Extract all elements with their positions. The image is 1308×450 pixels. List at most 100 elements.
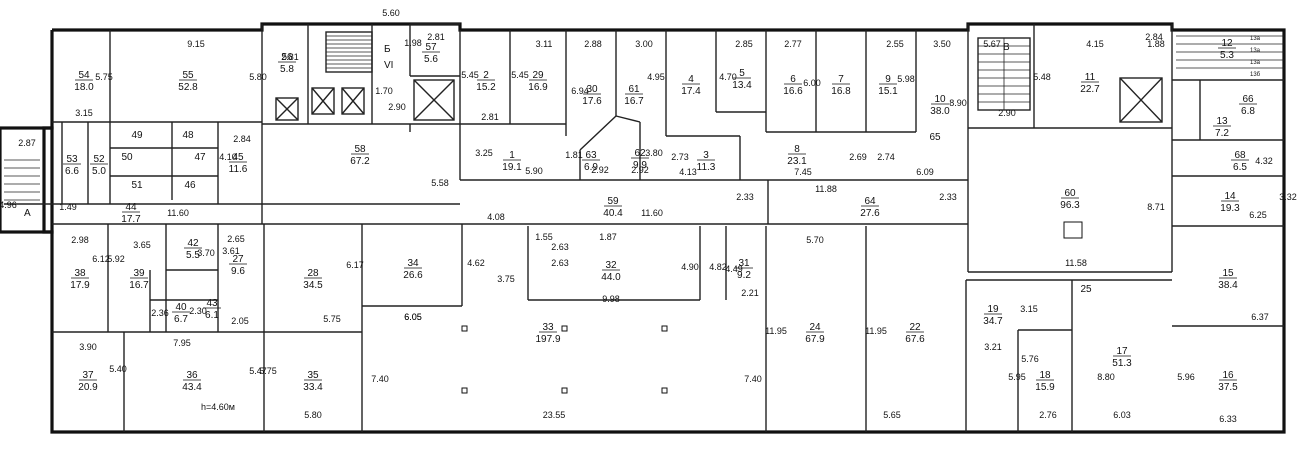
dimension-label: 4.90 [681, 262, 699, 272]
room-number: 9 [885, 74, 891, 85]
stair-label-b: Б [384, 44, 391, 55]
room-area: 6.7 [174, 314, 188, 325]
dimension-label: 8.90 [949, 98, 967, 108]
dimension-label: 6.33 [1219, 414, 1237, 424]
room-area: 16.7 [624, 96, 644, 107]
room-area: 26.6 [403, 270, 423, 281]
dimension-label: 3.70 [197, 248, 215, 258]
dimension-label: 2.05 [231, 316, 249, 326]
room-number: 8 [794, 144, 800, 155]
room-number: 48 [182, 130, 194, 141]
room-number: 15 [1222, 268, 1234, 279]
room-number: 55 [182, 70, 194, 81]
room-area: 19.3 [1220, 203, 1240, 214]
room-area: 9.6 [231, 266, 245, 277]
room-number: 44 [125, 202, 137, 213]
dimension-label: 4.32 [1255, 156, 1273, 166]
room-number: 22 [909, 322, 921, 333]
stairwell-b [325, 31, 373, 73]
dimension-label: 2.90 [388, 102, 406, 112]
room-number: 28 [307, 268, 319, 279]
dimension-label: 9.15 [187, 39, 205, 49]
dimension-label: 1.98 [404, 38, 422, 48]
dimension-label: 2.69 [849, 152, 867, 162]
dimension-label: 2.73 [671, 152, 689, 162]
room-number: 31 [738, 258, 750, 269]
room-number: 47 [194, 152, 206, 163]
room-area: 9.9 [633, 160, 647, 171]
dimension-label: 2.81 [481, 112, 499, 122]
dimension-label: 5.70 [806, 235, 824, 245]
room-number: 38 [74, 268, 86, 279]
room-area: 13.4 [732, 80, 752, 91]
dimension-label: 5.76 [1021, 354, 1039, 364]
room-number: 37 [82, 370, 94, 381]
room-number: 19 [987, 304, 999, 315]
dimension-label: 11.58 [1065, 258, 1087, 268]
dimension-label: 6.05 [404, 312, 422, 322]
dimension-label: 1.55 [535, 232, 553, 242]
small-label-4: 13б [1250, 72, 1261, 78]
room-area: 6.1 [205, 310, 219, 321]
stair-label-a: А [24, 208, 31, 219]
dimension-label: 2.55 [886, 39, 904, 49]
room-area: 22.7 [1080, 84, 1100, 95]
dimension-label: 1.88 [1147, 39, 1165, 49]
room-number: 13 [1216, 116, 1228, 127]
dimension-label: 8.80 [1097, 372, 1115, 382]
dimension-label: 2.81 [427, 32, 445, 42]
small-label-1: 13a [1250, 36, 1261, 42]
dimension-label: 2.63 [551, 242, 569, 252]
room-number: 52 [93, 154, 105, 165]
room-number: 6 [790, 74, 796, 85]
dimension-label: 3.11 [536, 39, 553, 49]
dimension-label: 6.25 [1249, 210, 1267, 220]
dimension-label: 5.40 [109, 364, 127, 374]
room-number: 43 [206, 298, 218, 309]
dimension-label: 2.92 [591, 165, 609, 175]
room-area: 16.6 [783, 86, 803, 97]
dimension-label: 4.15 [1086, 39, 1104, 49]
dimension-label: 3.15 [1020, 304, 1038, 314]
room-area: 16.7 [129, 280, 149, 291]
room-number: 16 [1222, 370, 1234, 381]
dimension-label: 4.82 [709, 262, 727, 272]
room-number: 4 [688, 74, 694, 85]
room-area: 17.4 [681, 86, 701, 97]
room-area: 44.0 [601, 272, 621, 283]
dimension-label: 2.88 [584, 39, 602, 49]
dimension-label: 5.75 [95, 72, 113, 82]
room-area: 34.5 [303, 280, 323, 291]
room-area: 5.5 [186, 250, 200, 261]
dimension-label: 6.37 [1251, 312, 1269, 322]
dimension-label: 3.25 [475, 148, 493, 158]
dimension-label: 2.63 [551, 258, 569, 268]
room-area: 20.9 [78, 382, 98, 393]
dimension-label: 5.65 [883, 410, 901, 420]
stair-top-right [1176, 35, 1284, 69]
room-area: 6.5 [1233, 162, 1247, 173]
dimension-label: 2.84 [233, 134, 251, 144]
room-number: 62 [634, 148, 646, 159]
dimension-label: 4.10 [219, 152, 237, 162]
room-area: 15.2 [476, 82, 496, 93]
dimension-label: 5.98 [897, 74, 915, 84]
room-number: 66 [1242, 94, 1254, 105]
dimension-label: 6.94 [571, 86, 589, 96]
dimension-label: 2.98 [71, 235, 89, 245]
room-area: 6.8 [1241, 106, 1255, 117]
dimension-label: 6.12 [92, 254, 110, 264]
room-area: 40.4 [603, 208, 623, 219]
dimension-label: 2.30 [189, 306, 207, 316]
columns [461, 221, 1083, 394]
dimension-label: 7.40 [371, 374, 389, 384]
dimension-label: 3.50 [933, 39, 951, 49]
room-area: 52.8 [178, 82, 198, 93]
dimension-label: 6.00 [803, 78, 821, 88]
room-number: 68 [1234, 150, 1246, 161]
dimension-label: 4.95 [647, 72, 665, 82]
dimension-label: 5.48 [1033, 72, 1051, 82]
dimension-label: 5.92 [107, 254, 125, 264]
room-area: 15.1 [878, 86, 898, 97]
room-area: 27.6 [860, 208, 880, 219]
